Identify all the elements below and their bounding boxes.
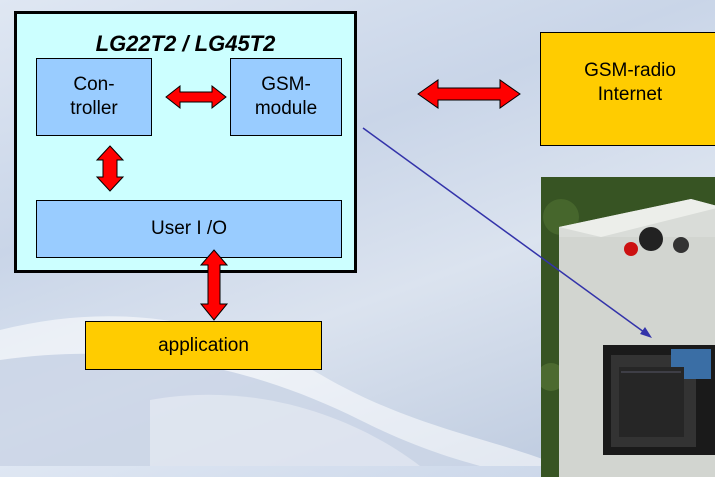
gsm-module-photo-connector [362,127,652,338]
gsm-module-box: GSM- module [230,58,342,136]
application-box: application [85,321,322,370]
arrows-layer [95,79,652,338]
controller-userio-arrow [95,145,125,192]
gsm-module-label: GSM- module [254,74,318,119]
user-io-box: User I /O [36,200,342,258]
gsm-logger-enclosure-photo [541,177,715,477]
device-title: LG22T2 / LG45T2 [95,31,276,56]
userio-application-arrow [199,249,229,321]
application-label: application [158,334,249,356]
controller-label: Con- troller [70,74,118,119]
controller-box: Con- troller [36,58,152,136]
gsm-radio-internet-label: GSM-radio Internet [584,60,676,105]
controller-gsm-arrow [165,84,227,110]
device-gsmradio-arrow [417,79,521,109]
gsm-radio-internet-box: GSM-radio Internet [540,32,715,146]
enclosure-photo-icon [541,177,715,477]
user-io-label: User I /O [150,218,227,239]
